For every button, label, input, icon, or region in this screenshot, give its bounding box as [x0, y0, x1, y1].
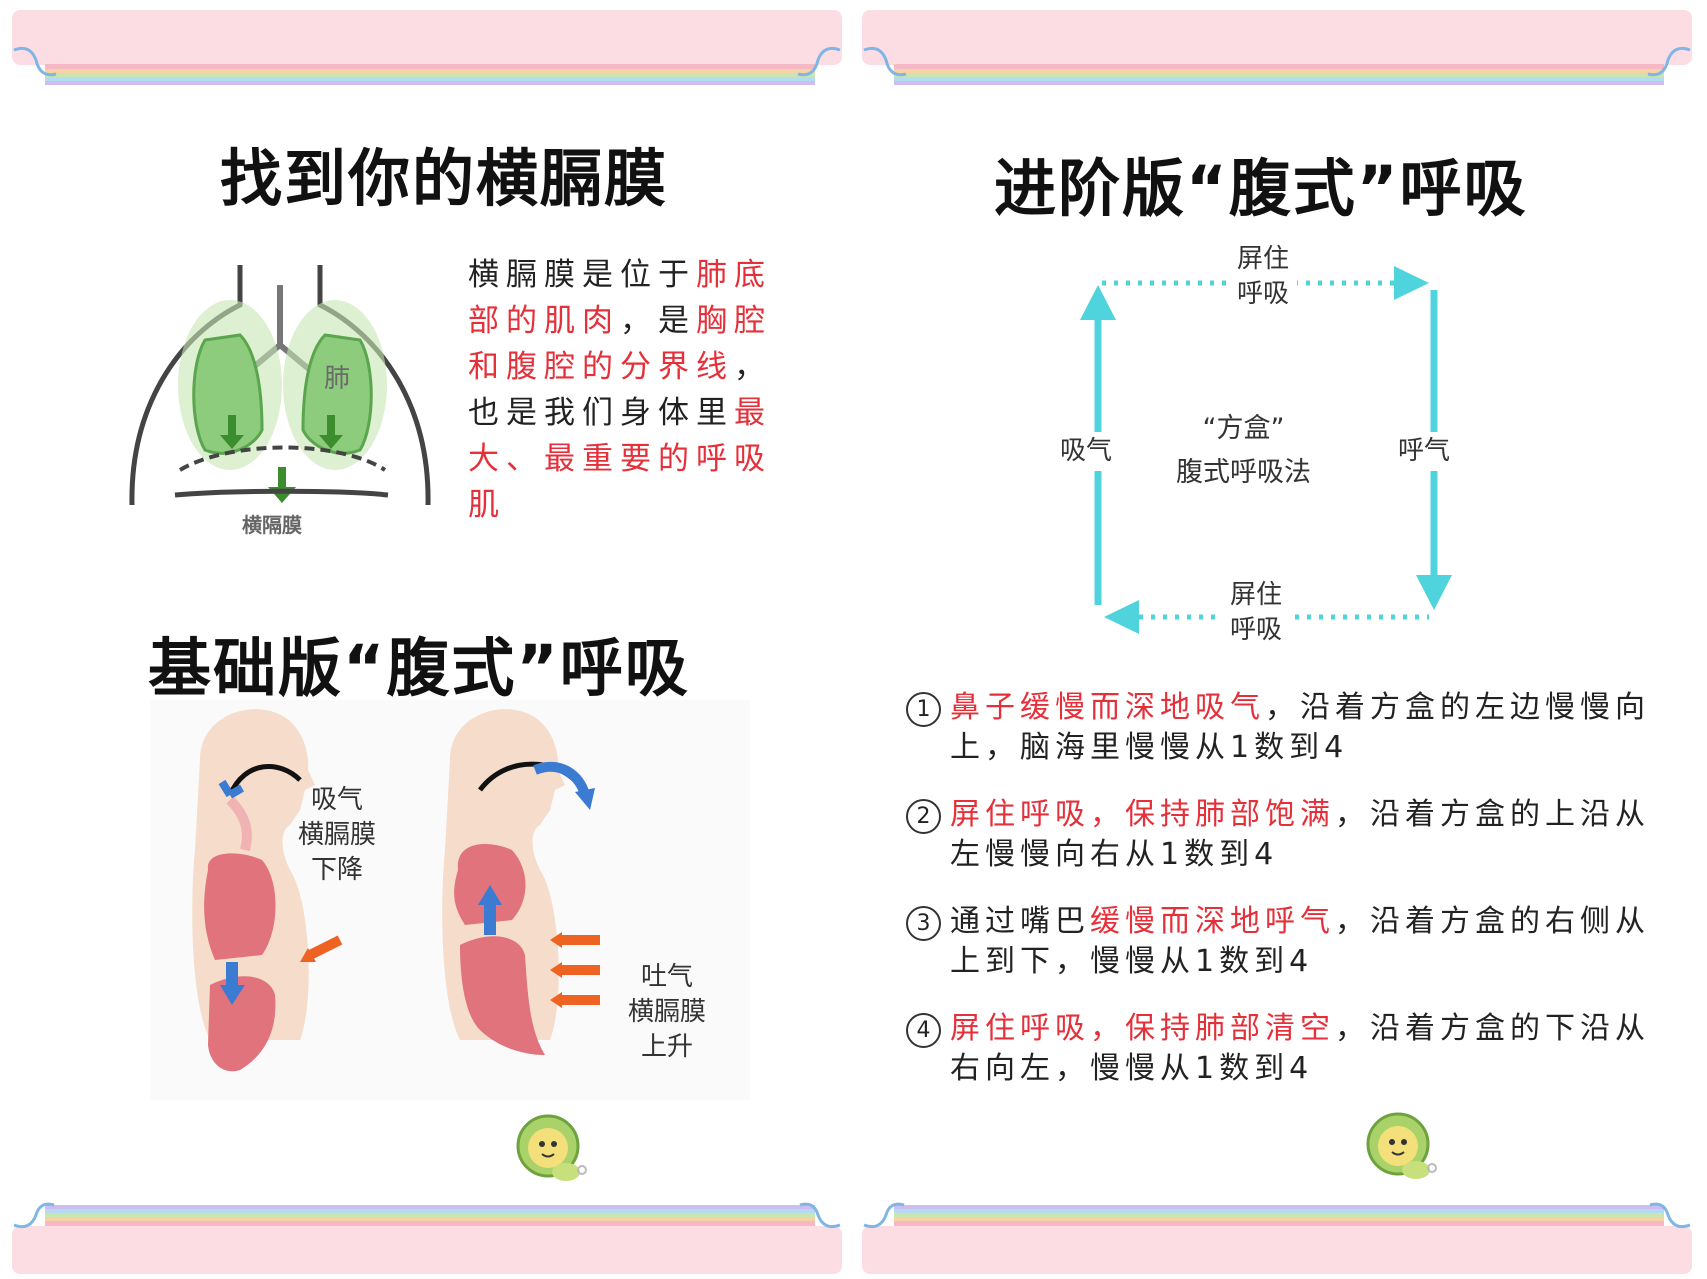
step-text: ，沿着方盒的左边慢慢向上，脑海里慢慢从1数到4: [950, 690, 1650, 765]
advanced-breathing-title: 进阶版“腹式”呼吸: [994, 152, 1528, 225]
lung-diaphragm-illustration: 肺 横隔膜: [129, 265, 431, 537]
inhale-label: 吸气 横膈膜 下降: [298, 783, 376, 888]
step-highlight: 屏住呼吸，保持肺部饱满: [950, 797, 1335, 832]
step-number: 3: [906, 906, 941, 941]
inhale-label-line: 吸气: [311, 785, 364, 815]
diaphragm-label: 横隔膜: [242, 513, 302, 537]
step-highlight: 鼻子缓慢而深地吸气: [950, 690, 1265, 725]
exhale-label-line: 横膈膜: [628, 997, 707, 1027]
inhale-label-line: 横膈膜: [298, 820, 377, 850]
exhale-side-label: 呼气: [1398, 432, 1451, 471]
cabbage-mascot-icon: [1366, 1112, 1437, 1179]
step-item: 1 鼻子缓慢而深地吸气，沿着方盒的左边慢慢向上，脑海里慢慢从1数到4: [906, 688, 1666, 768]
definition-text: 横膈膜是位于: [468, 257, 696, 293]
step-item: 4 屏住呼吸，保持肺部清空，沿着方盒的下沿从右向左，慢慢从1数到4: [906, 1009, 1666, 1089]
step-text: ，沿着方盒的上沿从左慢慢向右从1数到4: [950, 797, 1650, 872]
step-text: ，沿着方盒的下沿从右向左，慢慢从1数到4: [950, 1011, 1650, 1086]
diaphragm-definition: 横膈膜是位于肺底部的肌肉，是胸腔和腹腔的分界线，也是我们身体里最大、最重要的呼吸…: [468, 252, 788, 528]
hold-label-line: 屏住: [1237, 244, 1290, 274]
right-panel: 进阶版“腹式”呼吸 屏住 呼吸 屏住 呼吸 吸气 呼气 “方盒” 腹式呼吸法 1…: [854, 0, 1707, 1279]
basic-breathing-title: 基础版“腹式”呼吸: [148, 632, 690, 705]
step-item: 2 屏住呼吸，保持肺部饱满，沿着方盒的上沿从左慢慢向右从1数到4: [906, 795, 1666, 875]
lung-label: 肺: [324, 364, 350, 394]
steps-list: 1 鼻子缓慢而深地吸气，沿着方盒的左边慢慢向上，脑海里慢慢从1数到4 2 屏住呼吸，…: [906, 688, 1666, 1116]
box-center-label: “方盒” 腹式呼吸法: [1176, 407, 1311, 495]
top-decor-banner: [862, 10, 1692, 85]
definition-text: ，是: [620, 303, 696, 339]
step-item: 3 通过嘴巴缓慢而深地呼气，沿着方盒的右侧从上到下，慢慢从1数到4: [906, 902, 1666, 982]
bottom-decor-banner: [12, 1202, 842, 1274]
definition-highlight: 最大、最重要的呼吸肌: [468, 395, 772, 523]
hold-label-line: 呼吸: [1237, 279, 1290, 309]
page-title: 找到你的横膈膜: [220, 142, 669, 215]
definition-highlight: 肺底部的肌肉: [468, 257, 772, 339]
step-text: 通过嘴巴: [950, 904, 1090, 939]
inhale-label-line: 下降: [311, 855, 364, 885]
step-number: 2: [906, 799, 941, 834]
exhale-label: 吐气 横膈膜 上升: [628, 960, 706, 1065]
step-number: 4: [906, 1013, 941, 1048]
left-panel: 找到你的横膈膜 肺 横隔膜 横膈膜是位于肺底部的肌肉，是胸腔和腹腔的分界线，也是…: [0, 0, 853, 1279]
definition-highlight: 胸腔和腹腔的分界线: [468, 303, 772, 385]
definition-text: ，也是我们身体里: [468, 349, 772, 431]
step-text: ，沿着方盒的右侧从上到下，慢慢从1数到4: [950, 904, 1650, 979]
bottom-decor-banner: [862, 1202, 1692, 1274]
top-hold-label: 屏住 呼吸: [1229, 242, 1298, 312]
exhale-label-line: 吐气: [641, 962, 694, 992]
step-number: 1: [906, 692, 941, 727]
step-highlight: 屏住呼吸，保持肺部清空: [950, 1011, 1335, 1046]
exhale-label-line: 上升: [641, 1032, 694, 1062]
cabbage-mascot-icon: [516, 1114, 587, 1181]
step-highlight: 缓慢而深地呼气: [1090, 904, 1335, 939]
center-label-line: 腹式呼吸法: [1176, 457, 1311, 488]
breathing-illustration: [150, 700, 750, 1100]
hold-label-line: 呼吸: [1230, 615, 1283, 645]
bottom-hold-label: 屏住 呼吸: [1222, 578, 1291, 648]
top-decor-banner: [12, 10, 842, 85]
hold-label-line: 屏住: [1230, 580, 1283, 610]
inhale-side-label: 吸气: [1060, 432, 1113, 471]
center-label-line: “方盒”: [1202, 413, 1285, 444]
